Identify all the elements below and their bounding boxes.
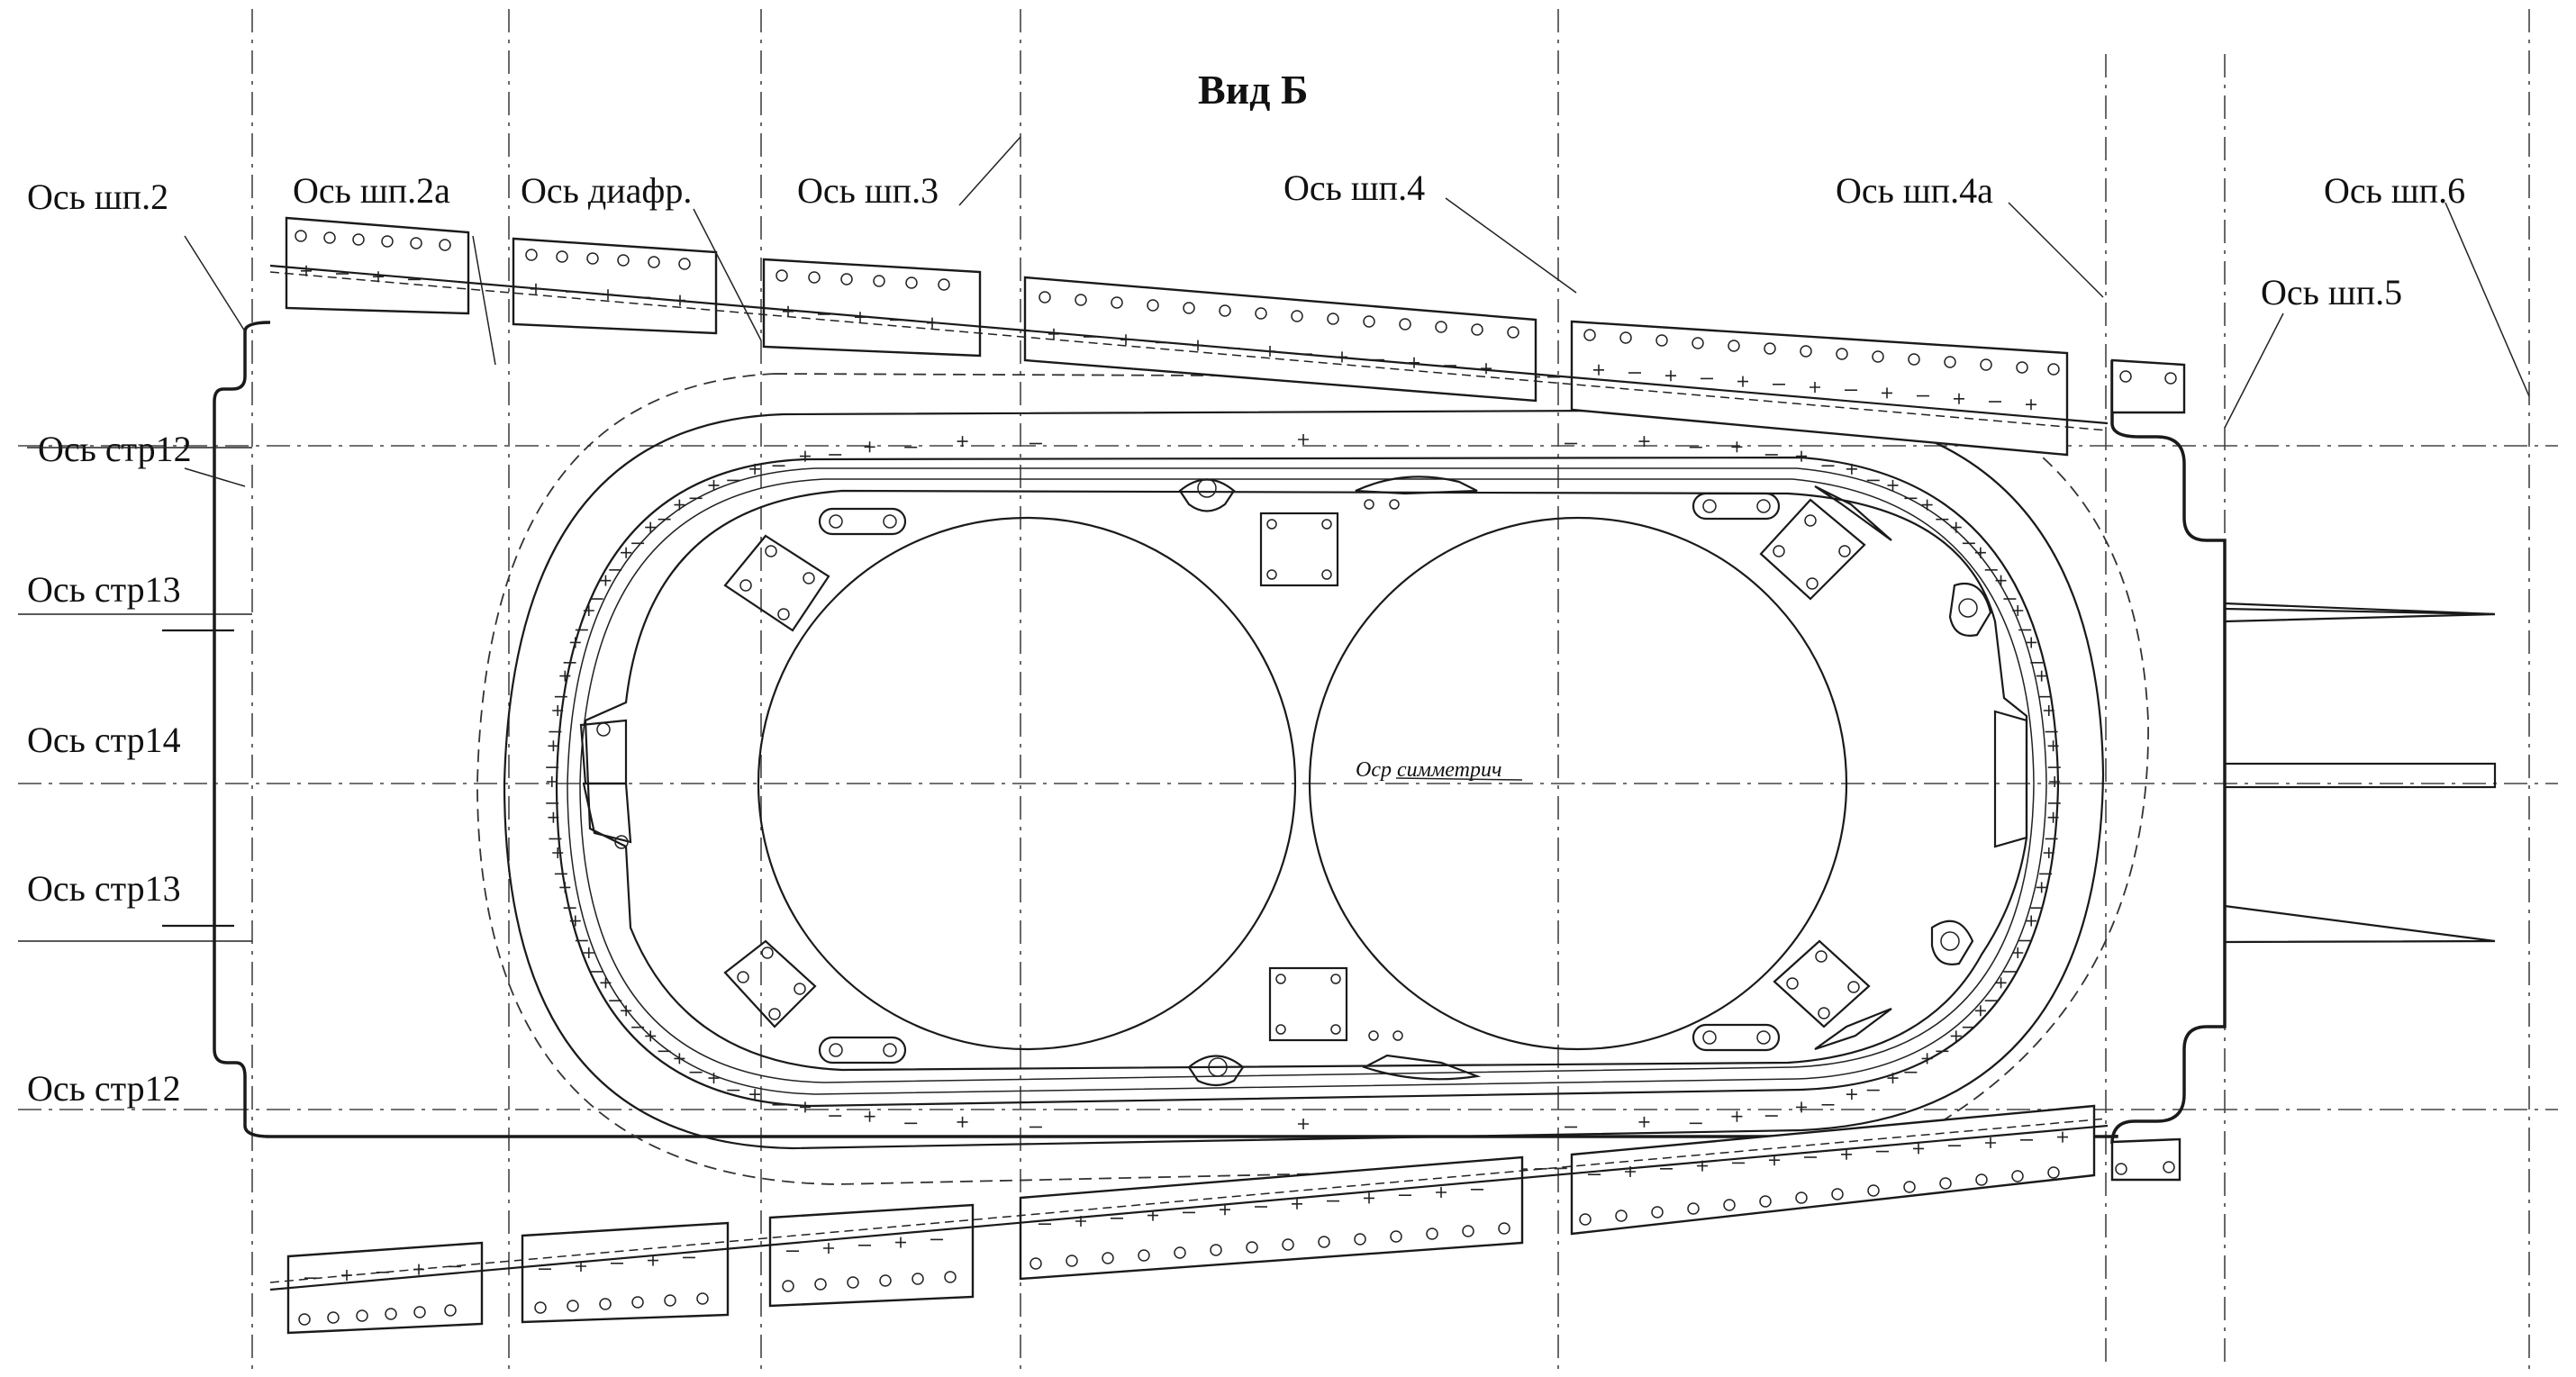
pad-square-bottom [1268, 966, 1348, 1042]
plate-diamond-bottom-right [1773, 939, 1871, 1028]
label-str13-top: Ось стр13 [27, 569, 181, 610]
bracket-top-right [1692, 492, 1781, 521]
fittings [579, 476, 2028, 1087]
label-sp6: Ось шп.6 [2324, 170, 2465, 211]
frame-axis-lines [251, 9, 2530, 1369]
doubler-ring-outer [503, 408, 2105, 1150]
label-sp2a: Ось шп.2а [293, 170, 450, 211]
lug-right-bottom [1930, 920, 1974, 965]
label-sp4: Ось шп.4 [1283, 168, 1425, 208]
spar-flanges [2223, 602, 2497, 944]
plate-diamond-top-left [723, 534, 830, 632]
lug-bottom [1187, 1055, 1245, 1087]
label-sp4a: Ось шп.4а [1836, 170, 1993, 211]
top-strips [269, 216, 2186, 457]
bracket-top-left [818, 507, 907, 536]
stringer-labels: Ось стр12 Ось стр13 Ось стр14 Ось стр13 … [27, 429, 252, 1109]
bottom-strips [269, 1104, 2181, 1335]
leader-lines [184, 136, 2530, 487]
doubler-ring-inner [555, 456, 2060, 1108]
lug-top [1178, 478, 1236, 512]
symmetry-note: Оср симметрич [1356, 758, 1501, 782]
plate-diamond-top-right [1759, 498, 1866, 601]
label-str13-bottom: Ось стр13 [27, 868, 181, 909]
label-diafr: Ось диафр. [521, 170, 692, 211]
label-str12-bottom: Ось стр12 [27, 1068, 181, 1109]
label-str14: Ось стр14 [27, 720, 181, 760]
view-title: Вид Б [1198, 67, 1308, 113]
opening-right [1308, 516, 1848, 1051]
bracket-bottom-left [818, 1036, 907, 1064]
fastener-marks [301, 265, 2068, 1281]
plate-diamond-bottom-left [723, 939, 817, 1028]
label-sp3: Ось шп.3 [797, 170, 939, 211]
label-str12-top: Ось стр12 [38, 429, 192, 469]
frame-labels: Ось шп.2 Ось шп.2а Ось диафр. Ось шп.3 О… [27, 168, 2465, 313]
label-sp2: Ось шп.2 [27, 177, 168, 217]
lug-right-top [1948, 582, 1992, 637]
outer-dashed-contour [476, 373, 2149, 1185]
panel-outline [213, 331, 2118, 1138]
label-sp5: Ось шп.5 [2261, 272, 2402, 313]
stringer-axis-lines [18, 445, 2558, 1110]
opening-left [757, 516, 1297, 1051]
bracket-bottom-right [1692, 1023, 1781, 1052]
pad-square-top [1259, 512, 1339, 587]
cutout-contour [584, 489, 2028, 1072]
